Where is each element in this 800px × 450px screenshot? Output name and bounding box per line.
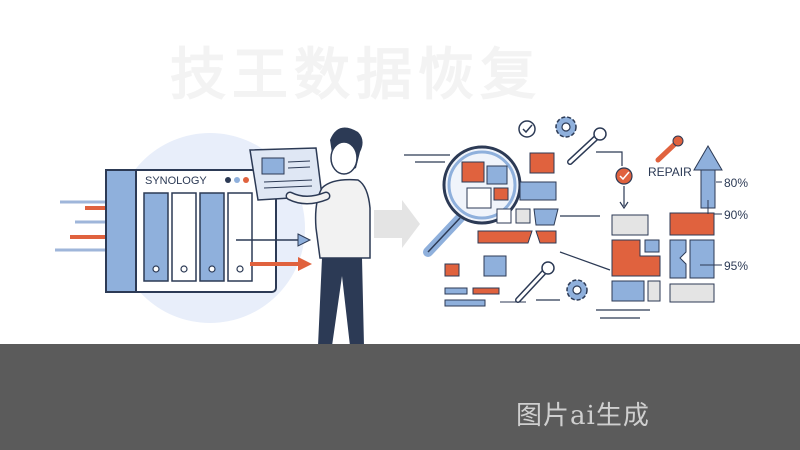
progress-label-80: 80% [724,176,748,190]
watermark-text: 技王数据恢复 [170,43,542,108]
illustration-svg: SYNOLOGY [55,116,748,344]
transition-arrow [374,200,420,248]
footer-caption: 图片ai生成 [516,401,650,431]
outgoing-arrows [236,233,312,271]
wrench-icon-lower [515,261,555,303]
check-red-icon [615,167,633,185]
check-icon [518,120,536,138]
progress-label-95: 95% [724,259,748,273]
data-fragments [404,152,611,307]
magnifier-icon [423,145,522,257]
repaired-blocks [596,212,715,319]
progress-label-90: 90% [724,208,748,222]
repair-label: REPAIR [648,165,692,179]
progress-ticks [700,181,722,266]
nas-device [105,169,277,293]
gear-icon [555,116,577,138]
upward-arrow [693,145,723,214]
nas-brand-label: SYNOLOGY [145,175,207,187]
document-icon [249,147,323,201]
gear-icon-lower [566,279,588,301]
wrench-icon [567,127,607,165]
flow-connectors [596,151,629,210]
footer-band [0,344,800,450]
person-figure [285,127,371,344]
wrench-red-icon [655,135,684,163]
